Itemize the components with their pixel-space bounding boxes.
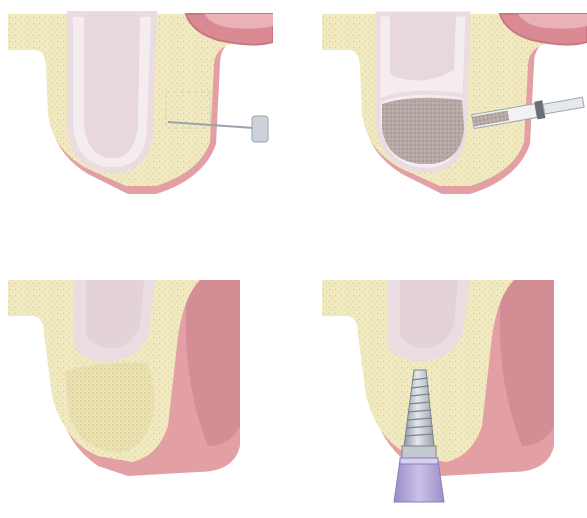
abutment-top bbox=[400, 458, 438, 464]
step-1-illustration bbox=[8, 4, 273, 234]
panel-step-1 bbox=[8, 4, 273, 234]
abutment bbox=[394, 460, 444, 502]
panel-step-3 bbox=[8, 276, 273, 506]
panel-step-2 bbox=[322, 4, 587, 234]
step-2-illustration bbox=[322, 4, 587, 234]
sinus-inner bbox=[84, 14, 140, 158]
implant-collar bbox=[402, 446, 436, 458]
needle-hub bbox=[252, 116, 268, 142]
panel-step-4 bbox=[322, 276, 587, 506]
step-3-illustration bbox=[8, 276, 273, 506]
step-4-illustration bbox=[322, 276, 587, 506]
sinus-inner bbox=[390, 14, 456, 81]
